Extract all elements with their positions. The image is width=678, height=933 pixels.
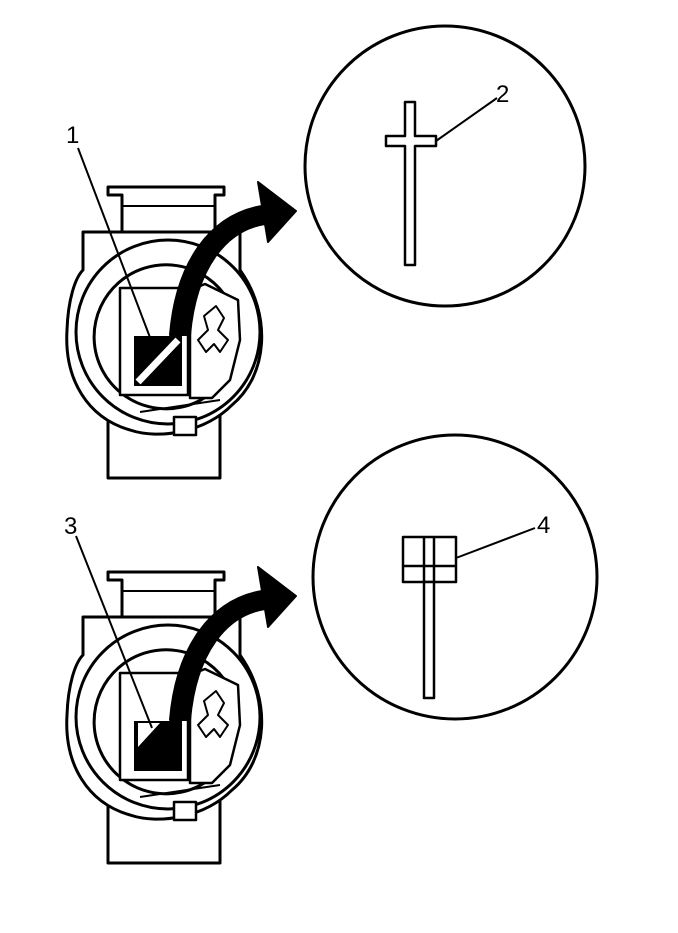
terminal-cross-tab xyxy=(384,100,438,267)
callout-2: 2 xyxy=(496,81,509,108)
leader-line-3 xyxy=(75,535,153,729)
callout-3: 3 xyxy=(64,513,77,540)
bottom-connector xyxy=(65,570,264,865)
detail-circle-top: 2 xyxy=(303,24,587,308)
detail-circle-bottom: 4 xyxy=(311,433,599,721)
arrow-bottom xyxy=(169,566,297,721)
terminal-split-block xyxy=(401,535,458,700)
top-connector xyxy=(65,185,264,480)
leader-line-4 xyxy=(455,527,536,559)
callout-1: 1 xyxy=(66,122,79,149)
callout-4: 4 xyxy=(537,512,550,539)
terminal-notch-bottom xyxy=(138,723,160,747)
arrow-top xyxy=(169,181,297,336)
leader-line-2 xyxy=(435,97,498,142)
terminal-slash-top xyxy=(135,337,181,385)
leader-line-1 xyxy=(77,147,155,349)
